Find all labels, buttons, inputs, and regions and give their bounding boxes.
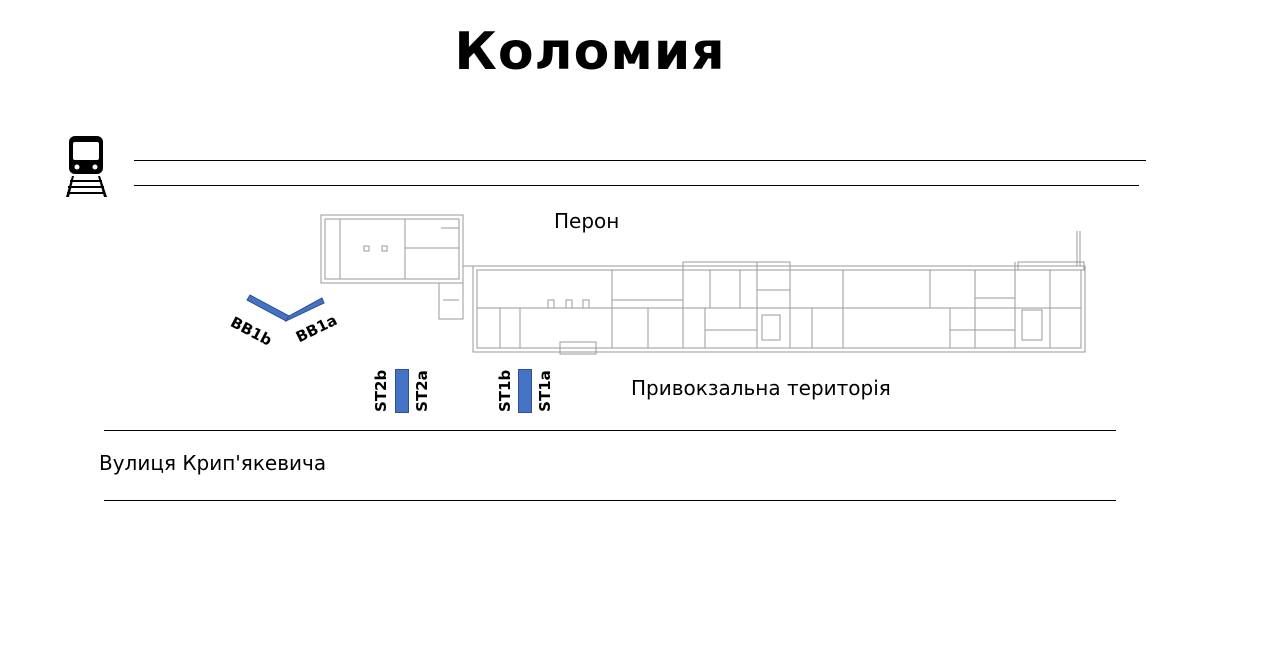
street-line-top xyxy=(104,430,1116,431)
stand-st1a-label: ST1a xyxy=(536,370,554,412)
rail-line-bottom xyxy=(134,185,1139,186)
street-line-bottom xyxy=(104,500,1116,501)
station-area-label: Привокзальна територія xyxy=(631,376,891,400)
street-label: Вулиця Крип'якевича xyxy=(99,451,327,475)
stand-st1 xyxy=(518,369,532,413)
billboard-bb1b xyxy=(246,294,290,322)
stand-st2b-label: ST2b xyxy=(372,369,390,412)
stand-st1b-label: ST1b xyxy=(496,369,514,412)
platform-label: Перон xyxy=(554,209,620,233)
page-title: Коломия xyxy=(454,22,726,82)
rail-line-top xyxy=(134,160,1146,161)
stand-st2a-label: ST2a xyxy=(413,370,431,412)
billboard-bb1a xyxy=(284,297,325,323)
stand-st2 xyxy=(395,369,409,413)
